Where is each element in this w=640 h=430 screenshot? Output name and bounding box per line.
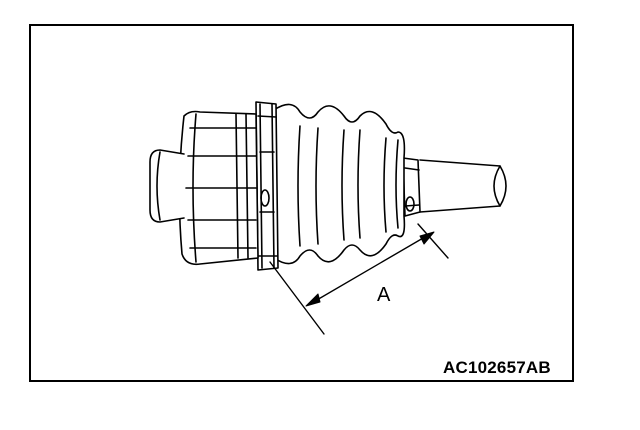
cv-joint-housing bbox=[178, 110, 259, 266]
dimension-arrows bbox=[305, 231, 435, 307]
figure-reference-code: AC102657AB bbox=[443, 358, 551, 377]
cv-boot bbox=[273, 103, 406, 265]
axle-shaft bbox=[419, 159, 507, 213]
large-boot-clamp bbox=[255, 101, 279, 271]
small-boot-clamp bbox=[402, 157, 421, 217]
dimension-label: A bbox=[377, 284, 391, 306]
stub-shaft bbox=[149, 149, 185, 223]
figure-frame bbox=[29, 24, 574, 382]
dimension-a-lines bbox=[269, 223, 449, 335]
